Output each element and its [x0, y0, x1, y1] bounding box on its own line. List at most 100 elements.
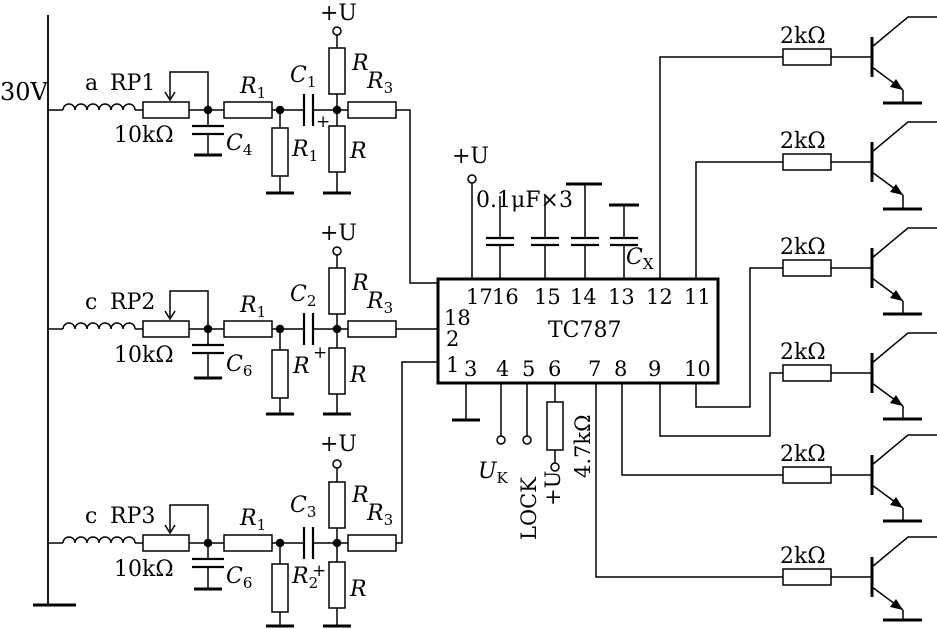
pot-label: RP2	[110, 290, 155, 315]
cap-label: C4	[226, 131, 252, 159]
resistor-r1	[223, 534, 273, 552]
potentiometer-rp2	[142, 320, 190, 338]
tc787-chip: TC787 17 16 15 14 13 12 11 18 2 1 3 4 5 …	[436, 144, 720, 540]
pin-8: 8	[614, 357, 627, 381]
pot-value-label: 10kΩ	[114, 123, 174, 148]
polarity-sign: +	[313, 343, 327, 363]
pot-label: RP3	[110, 504, 155, 529]
base-resistor	[782, 259, 832, 277]
shunt-label: R1	[291, 137, 318, 165]
shunt-resistor	[271, 127, 289, 177]
shunt-resistor	[271, 563, 289, 613]
inductor-c	[62, 536, 136, 544]
inductor-c	[62, 322, 136, 330]
bottom-pin-connections: UK LOCK 4.7kΩ +U	[452, 383, 595, 540]
bottom-resistor	[328, 347, 346, 395]
pin-12: 12	[646, 285, 673, 309]
base-resistor	[782, 466, 832, 484]
r3-label: R3	[366, 69, 393, 97]
top-resistor	[328, 481, 346, 529]
pin-3: 3	[464, 357, 477, 381]
rp3-wiper	[169, 504, 209, 543]
rp1-wiper	[169, 71, 209, 110]
supply-label: +U	[320, 432, 357, 457]
output-stage-2: 2kΩ	[695, 121, 937, 279]
pin6-resistor	[546, 401, 564, 451]
supply-label: +U	[320, 221, 357, 246]
supply-voltage-label: 30V	[0, 78, 49, 106]
pin-6: 6	[548, 357, 561, 381]
base-resistor	[782, 153, 832, 171]
resistor-value-label: 2kΩ	[780, 24, 826, 49]
r1-label: R1	[239, 74, 266, 102]
bottom-r-label: R	[349, 577, 367, 602]
resistor-value-label: 2kΩ	[780, 235, 826, 260]
resistor-value-label: 2kΩ	[780, 340, 826, 365]
top-r-label: R	[351, 271, 369, 296]
bottom-r-label: R	[349, 363, 367, 388]
polarity-sign: +	[312, 561, 326, 581]
output-stage-3: 2kΩ	[695, 227, 937, 408]
output-stage-1: 2kΩ	[659, 16, 937, 279]
resistor-r3	[347, 101, 397, 119]
potentiometer-rp3	[142, 534, 190, 552]
phase-3-network: c RP3 10kΩ R1 C3 + C6 R2 +U R R3 R	[48, 361, 438, 628]
lock-label: LOCK	[517, 477, 541, 540]
ic-name: TC787	[548, 318, 622, 343]
vcc-label: +U	[452, 144, 489, 169]
pin-16: 16	[492, 285, 519, 309]
pin-11: 11	[684, 285, 711, 309]
base-resistor	[782, 364, 832, 382]
resistor-r3	[347, 534, 397, 552]
resistor-r3	[347, 320, 397, 338]
top-r-label: R	[351, 483, 369, 508]
top-resistor	[328, 267, 346, 315]
c-label: C1	[290, 63, 316, 91]
pot-value-label: 10kΩ	[114, 557, 174, 582]
pin-9: 9	[648, 357, 661, 381]
resistor-value-label: 2kΩ	[780, 544, 826, 569]
ic-body	[436, 277, 720, 385]
pot-value-label: 10kΩ	[114, 343, 174, 368]
supply-rail: 30V	[0, 15, 76, 607]
inductor-label: c	[85, 504, 97, 529]
r6-supply-label: +U	[541, 471, 565, 506]
resistor-r1	[223, 101, 273, 119]
r6-value-label: 4.7kΩ	[571, 414, 595, 478]
pin-18: 18	[444, 306, 471, 330]
pin-4: 4	[496, 357, 509, 381]
pin-7: 7	[588, 357, 601, 381]
output-stage-5: 2kΩ	[621, 383, 937, 523]
pin-10: 10	[684, 357, 711, 381]
r3-label: R3	[366, 501, 393, 529]
potentiometer-rp1	[142, 101, 190, 119]
cap-label: C6	[226, 352, 252, 380]
pin-2: 2	[446, 327, 459, 351]
inductor-label: c	[85, 290, 97, 315]
r1-label: R1	[239, 293, 266, 321]
pin-1: 1	[446, 353, 459, 377]
resistor-value-label: 2kΩ	[780, 129, 826, 154]
pin-13: 13	[608, 285, 635, 309]
phase-2-network: c RP2 10kΩ R1 C2 + C6 R +U R R3 R	[48, 221, 438, 416]
resistor-r1	[223, 320, 273, 338]
inductor-label: a	[85, 71, 98, 96]
polarity-sign: +	[316, 112, 330, 132]
bottom-resistor	[328, 561, 346, 609]
caps-value-label: 0.1μF×3	[476, 188, 573, 213]
supply-label: +U	[320, 1, 357, 26]
base-resistor	[782, 568, 832, 586]
c-label: C2	[290, 282, 316, 310]
shunt-resistor	[271, 349, 289, 399]
pin-14: 14	[570, 285, 597, 309]
inductor-a	[62, 103, 136, 111]
uk-label: UK	[478, 459, 509, 487]
output-stage-4: 2kΩ	[659, 332, 937, 437]
bottom-r-label: R	[349, 139, 367, 164]
cx-label: CX	[626, 245, 654, 273]
pin-15: 15	[534, 285, 561, 309]
timing-capacitors: 0.1μF×3 CX	[476, 182, 654, 279]
base-resistor	[782, 48, 832, 66]
r1-label: R1	[239, 506, 266, 534]
